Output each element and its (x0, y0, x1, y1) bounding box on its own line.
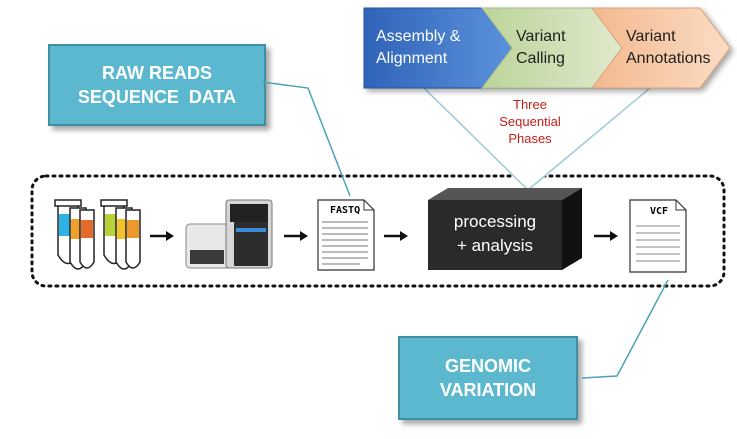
phase-arrows (363, 7, 731, 89)
genomic-line1: GENOMIC (444, 356, 531, 376)
fastq-title: FASTQ (330, 205, 361, 216)
flow-arrows (150, 231, 618, 241)
fastq-file-icon (317, 199, 375, 271)
processing-box (428, 188, 582, 270)
vcf-file-icon (629, 199, 687, 273)
phase-calling-label: Variant Calling (516, 28, 566, 67)
raw-reads-line1: RAW READS (101, 63, 212, 83)
vcf-title: VCF (650, 206, 669, 217)
phase-annotations-label: Variant Annotations (626, 28, 711, 67)
phase-assembly-label: Assembly & Alignment (376, 28, 461, 67)
raw-reads-callout: RAW READS SEQUENCE DATA (48, 44, 266, 126)
processing-label: processing + analysis (453, 212, 537, 255)
raw-reads-line2: SEQUENCE DATA (77, 87, 237, 107)
genomic-line2: VARIATION (439, 380, 537, 400)
genomic-variation-callout: GENOMIC VARIATION (398, 336, 578, 420)
genomic-connector (581, 279, 669, 379)
three-sequential-phases-label: Three Sequential Phases (499, 97, 561, 146)
phase-annotation-chevron (591, 7, 731, 89)
raw-reads-connector (261, 81, 351, 197)
sample-tubes-icon-2 (100, 199, 141, 270)
sequencer-icon (185, 199, 273, 269)
sample-tubes-icon-1 (54, 199, 95, 270)
pipeline-frame (30, 174, 726, 288)
